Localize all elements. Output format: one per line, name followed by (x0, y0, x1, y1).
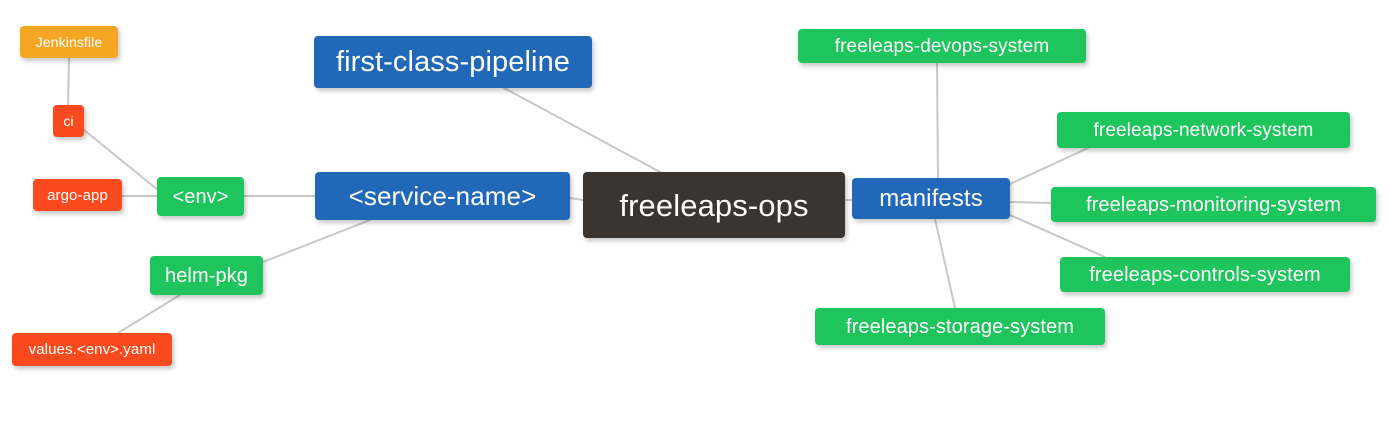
node-label: freeleaps-storage-system (845, 315, 1075, 338)
mindmap-node-argo-app[interactable]: argo-app (33, 179, 122, 211)
edge-manifests-to-freeleaps-devops-system (936, 62, 939, 179)
edge-manifests-to-freeleaps-network-system (1009, 147, 1089, 185)
edge-service-name-to-freeleaps-ops (569, 197, 584, 201)
node-label: argo-app (47, 186, 108, 204)
mindmap-node-freeleaps-devops-system[interactable]: freeleaps-devops-system (798, 29, 1086, 63)
node-label: freeleaps-devops-system (834, 35, 1050, 57)
mindmap-node-values-env-yaml[interactable]: values.<env>.yaml (12, 333, 172, 366)
edge-helm-pkg-to-service-name (262, 219, 371, 263)
edge-values-env-yaml-to-helm-pkg (117, 294, 181, 334)
mindmap-node-freeleaps-ops[interactable]: freeleaps-ops (583, 172, 845, 238)
edge-manifests-to-freeleaps-monitoring-system (1009, 201, 1052, 204)
node-label: manifests (879, 184, 983, 212)
mindmap-node-helm-pkg[interactable]: helm-pkg (150, 256, 263, 295)
mindmap-node-jenkinsfile[interactable]: Jenkinsfile (20, 26, 118, 58)
node-label: freeleaps-ops (619, 187, 809, 223)
node-label: first-class-pipeline (335, 45, 571, 78)
mindmap-node-freeleaps-controls-system[interactable]: freeleaps-controls-system (1060, 257, 1350, 292)
mindmap-node-env[interactable]: <env> (157, 177, 244, 216)
node-label: Jenkinsfile (35, 34, 103, 50)
mindmap-node-freeleaps-network-system[interactable]: freeleaps-network-system (1057, 112, 1350, 148)
mindmap-node-freeleaps-storage-system[interactable]: freeleaps-storage-system (815, 308, 1105, 345)
node-label: <service-name> (348, 181, 537, 211)
node-label: freeleaps-monitoring-system (1085, 193, 1341, 216)
node-label: freeleaps-network-system (1093, 119, 1314, 141)
node-label: helm-pkg (164, 264, 249, 287)
node-label: <env> (172, 185, 229, 208)
edge-first-class-pipeline-to-freeleaps-ops (503, 87, 661, 173)
mindmap-node-service-name[interactable]: <service-name> (315, 172, 570, 220)
mindmap-node-freeleaps-monitoring-system[interactable]: freeleaps-monitoring-system (1051, 187, 1376, 222)
mindmap-node-manifests[interactable]: manifests (852, 178, 1010, 219)
node-label: ci (63, 113, 74, 129)
edge-manifests-to-freeleaps-storage-system (934, 218, 956, 309)
edge-jenkinsfile-to-ci (67, 57, 70, 106)
node-label: freeleaps-controls-system (1089, 263, 1321, 286)
mindmap-node-first-class-pipeline[interactable]: first-class-pipeline (314, 36, 592, 88)
mindmap-node-ci[interactable]: ci (53, 105, 84, 137)
node-label: values.<env>.yaml (28, 341, 156, 358)
